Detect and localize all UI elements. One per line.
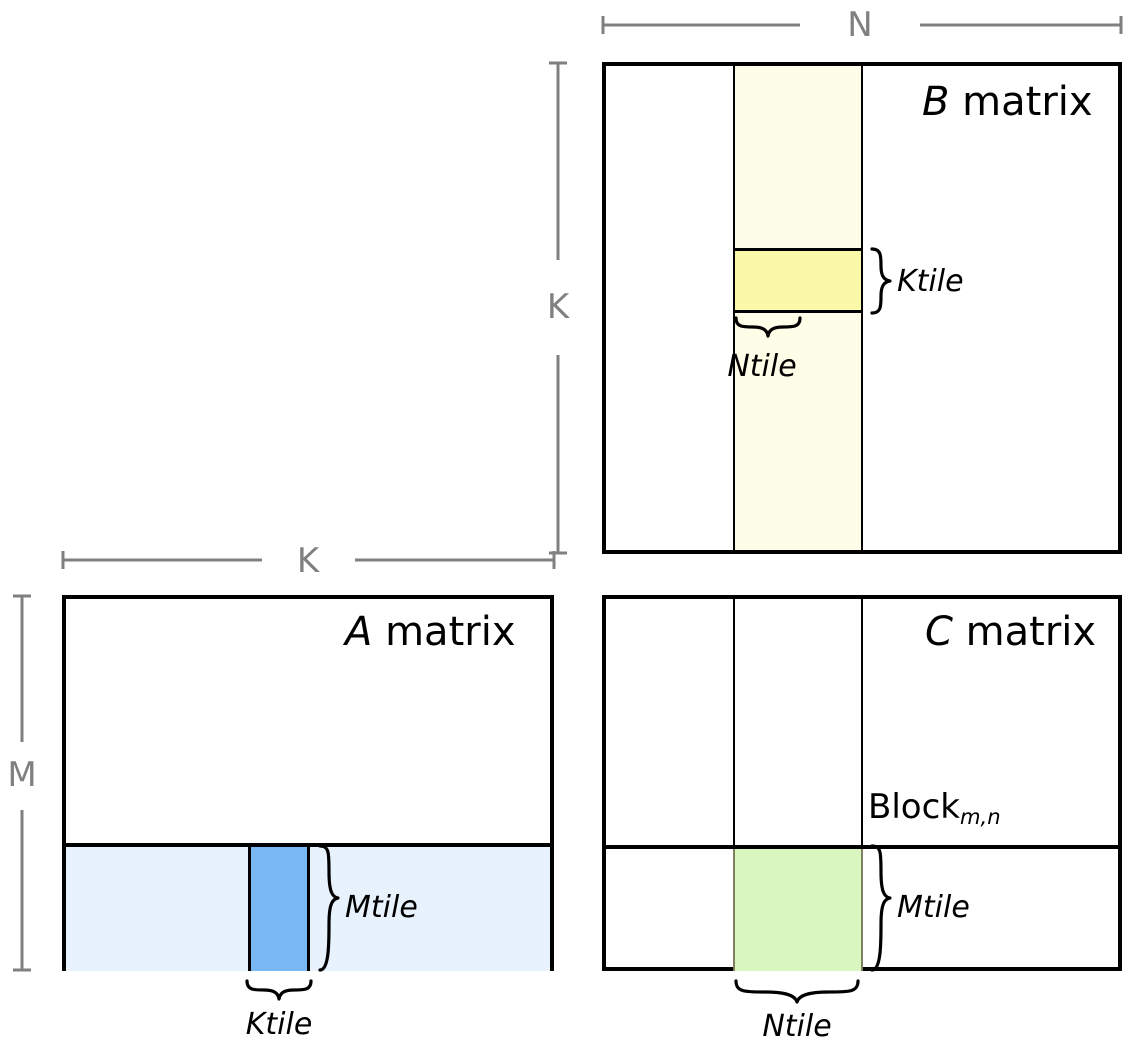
- a-matrix-ktile-tile: [248, 845, 310, 971]
- b-matrix-title-word: matrix: [962, 79, 1093, 125]
- b-ntile-label: Ntile: [727, 349, 797, 384]
- b-matrix-title-letter: B: [922, 79, 950, 125]
- c-matrix-tile-divider-left: [733, 849, 735, 971]
- c-ntile-brace: [734, 979, 860, 1004]
- k-vertical-dimension-label: K: [546, 287, 570, 327]
- a-matrix-row-divider: [66, 843, 550, 847]
- a-matrix-title-word: matrix: [385, 609, 516, 655]
- c-matrix-block-label-text: Block: [868, 787, 960, 827]
- k-horizontal-dimension-label: K: [296, 541, 320, 581]
- c-matrix-tile-divider-right: [861, 849, 863, 971]
- c-mtile-label: Mtile: [897, 890, 970, 925]
- m-dimension-label: M: [7, 755, 37, 795]
- c-ntile-label: Ntile: [762, 1009, 832, 1044]
- a-ktile-label: Ktile: [245, 1007, 313, 1042]
- b-matrix-ktile-tile: [734, 248, 862, 313]
- c-matrix-block-label-subscript: m,n: [959, 804, 1001, 830]
- a-matrix-title: A matrix: [345, 612, 515, 652]
- a-matrix-title-letter: A: [345, 609, 373, 655]
- c-matrix-divider-right: [861, 599, 863, 845]
- c-matrix-tile: [734, 849, 862, 971]
- b-matrix-title: B matrix: [922, 82, 1093, 122]
- a-matrix-box: [62, 595, 554, 971]
- c-matrix-title: C matrix: [925, 612, 1096, 652]
- b-ktile-label: Ktile: [897, 264, 964, 299]
- b-matrix-divider-right: [861, 66, 863, 550]
- c-matrix-title-word: matrix: [965, 609, 1097, 655]
- b-matrix-box: [602, 62, 1122, 554]
- c-matrix-row-divider: [606, 845, 1118, 849]
- c-matrix-title-letter: C: [925, 609, 953, 655]
- c-matrix-divider-left: [733, 599, 735, 845]
- c-matrix-block-label: Blockm,n: [868, 787, 1001, 827]
- a-mtile-label: Mtile: [345, 890, 418, 925]
- n-dimension-label: N: [847, 5, 873, 45]
- a-ktile-brace: [245, 979, 313, 1001]
- c-matrix-box: [602, 595, 1122, 971]
- b-matrix-divider-left: [733, 66, 735, 550]
